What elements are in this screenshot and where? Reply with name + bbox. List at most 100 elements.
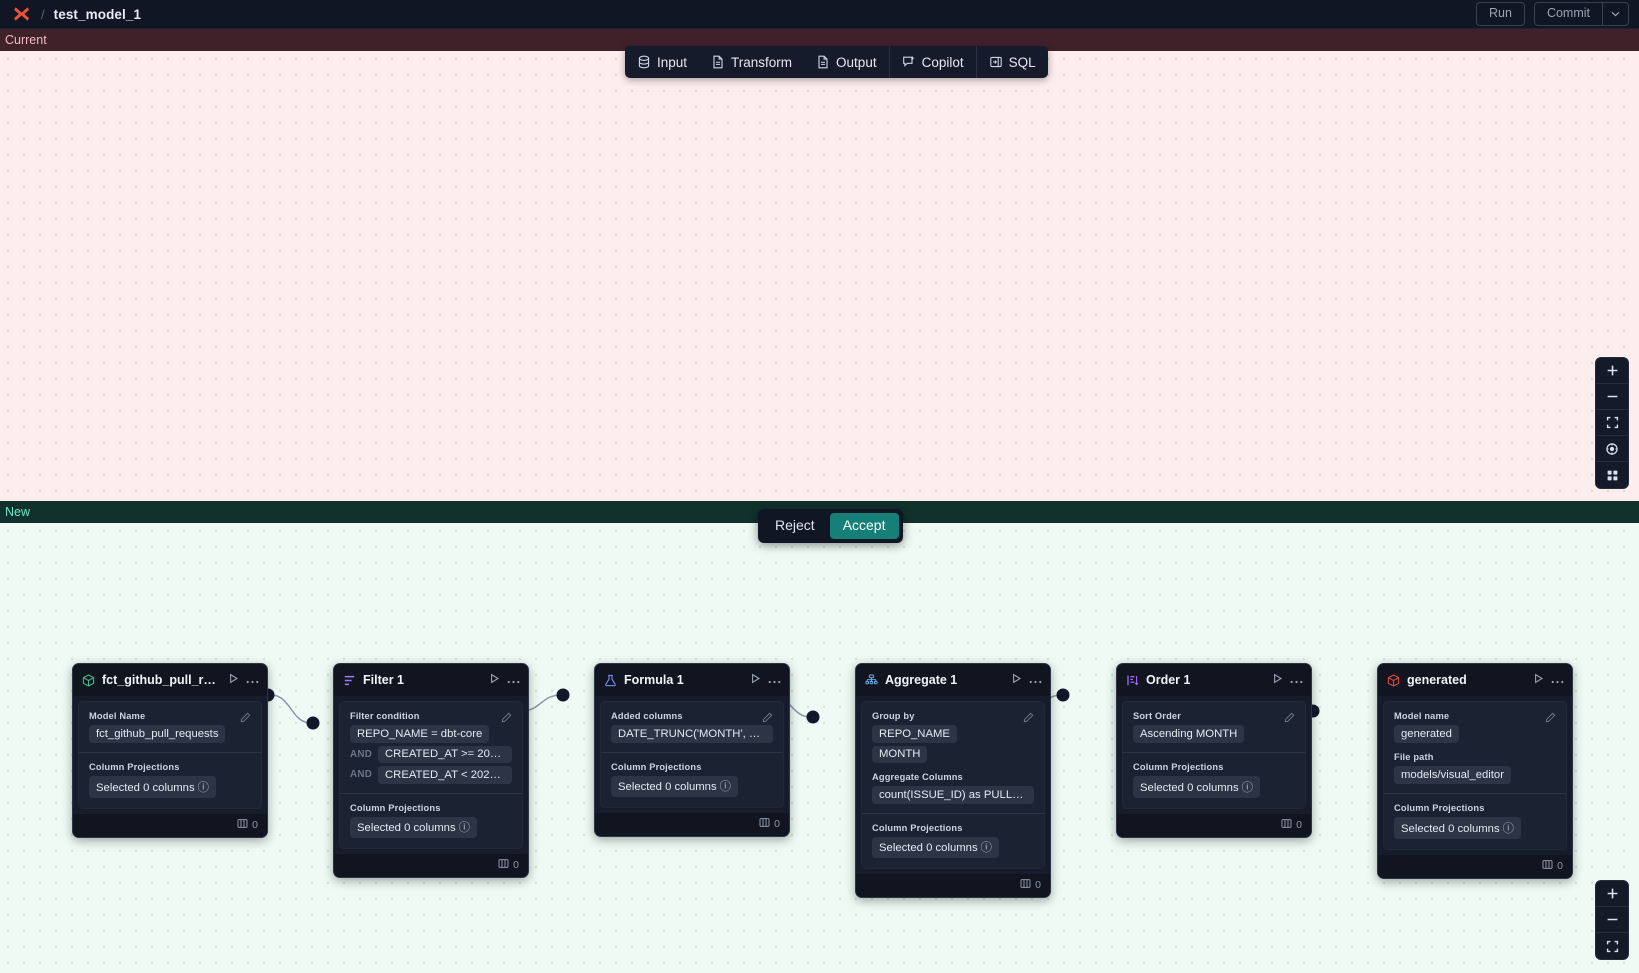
run-button[interactable]: Run (1476, 2, 1525, 26)
condition-pill[interactable]: CREATED_AT >= 2024-12-01 (378, 745, 512, 763)
field-file-path: File path models/visual_editor (1394, 752, 1556, 784)
node-body: Filter condition REPO_NAME = dbt-core AN… (339, 701, 523, 849)
aggregate-icon (865, 674, 878, 687)
field-label: Column Projections (611, 761, 702, 772)
projections-text: Selected 0 columns (879, 842, 978, 854)
node-footer: 0 (1378, 854, 1572, 878)
condition-pill[interactable]: REPO_NAME = dbt-core (350, 725, 490, 743)
palette-item-copilot[interactable]: Copilot (888, 46, 976, 78)
play-icon[interactable] (1272, 671, 1283, 689)
palette-item-input[interactable]: Input (625, 46, 699, 78)
info-icon[interactable]: ⓘ (719, 781, 731, 793)
x-logo-icon[interactable] (12, 4, 32, 24)
edit-pencil-icon[interactable] (501, 710, 512, 728)
play-icon[interactable] (1011, 671, 1022, 689)
node-card[interactable]: Filter 1 Filter condition REPO_NAME = db… (333, 663, 529, 878)
edit-pencil-icon[interactable] (240, 710, 251, 728)
edit-pencil-icon[interactable] (762, 710, 773, 728)
ellipsis-icon[interactable] (507, 671, 520, 689)
plus-icon[interactable] (1596, 358, 1628, 384)
accept-button[interactable]: Accept (829, 513, 899, 539)
columns-icon (1020, 878, 1031, 892)
database-icon (637, 55, 651, 69)
info-icon[interactable]: ⓘ (1502, 822, 1514, 835)
conjunction-label: AND (350, 769, 373, 781)
ellipsis-icon[interactable] (1551, 671, 1564, 689)
tool-palette: Input Transform Output Copilot SQL (625, 46, 1048, 78)
ellipsis-icon[interactable] (246, 671, 259, 689)
play-icon[interactable] (750, 671, 761, 689)
node-footer: 0 (334, 854, 528, 877)
new-canvas[interactable]: fct_github_pull_requests Model Name fct_… (0, 523, 1639, 973)
node-header[interactable]: Order 1 (1117, 664, 1311, 696)
condition-pill[interactable]: CREATED_AT < 2025-03-01 (378, 766, 512, 784)
field-label: File path (1394, 752, 1434, 762)
palette-item-sql[interactable]: SQL (975, 46, 1048, 78)
chevron-down-icon[interactable] (1602, 3, 1628, 25)
page-title: test_model_1 (53, 6, 142, 22)
node-footer: 0 (856, 874, 1050, 897)
sort-order-pill[interactable]: Ascending MONTH (1133, 725, 1245, 743)
field-model-name: Model Name fct_github_pull_requests (89, 711, 251, 743)
info-icon[interactable]: ⓘ (197, 781, 209, 794)
play-icon[interactable] (1533, 671, 1544, 689)
edit-pencil-icon[interactable] (1545, 710, 1556, 728)
projections-text: Selected 0 columns (618, 781, 717, 793)
field-label: Model Name (89, 711, 146, 721)
palette-item-label: Output (836, 54, 877, 70)
play-icon[interactable] (489, 671, 500, 689)
ellipsis-icon[interactable] (768, 671, 781, 689)
node-header[interactable]: Aggregate 1 (856, 664, 1050, 696)
file-path-pill[interactable]: models/visual_editor (1394, 766, 1511, 784)
group-by-pill[interactable]: REPO_NAME (872, 725, 957, 743)
lock-interactive-icon[interactable] (1596, 436, 1628, 462)
minus-icon[interactable] (1596, 384, 1628, 410)
commit-button[interactable]: Commit (1546, 6, 1590, 20)
aggregate-columns-pill[interactable]: count(ISSUE_ID) as PULL_REQUEST_… (872, 786, 1034, 804)
node-header[interactable]: Filter 1 (334, 664, 528, 696)
info-icon[interactable]: ⓘ (458, 822, 470, 834)
column-count: 0 (774, 818, 780, 830)
projections-text: Selected 0 columns (1401, 822, 1500, 835)
node-card[interactable]: Formula 1 Added columns DATE_TRUNC('MONT… (594, 663, 790, 837)
grid-toggle-icon[interactable] (1596, 462, 1628, 488)
plus-icon[interactable] (1596, 881, 1628, 907)
edit-pencil-icon[interactable] (1284, 710, 1295, 728)
minus-icon[interactable] (1596, 907, 1628, 933)
info-icon[interactable]: ⓘ (980, 842, 992, 854)
fit-view-icon[interactable] (1596, 933, 1628, 959)
group-by-pill[interactable]: MONTH (872, 745, 928, 763)
node-header[interactable]: generated (1378, 664, 1572, 696)
edit-pencil-icon[interactable] (1023, 710, 1034, 728)
condition-row: REPO_NAME = dbt-core (350, 725, 512, 743)
info-icon[interactable]: ⓘ (1241, 781, 1253, 794)
ellipsis-icon[interactable] (1029, 671, 1042, 689)
fit-view-icon[interactable] (1596, 410, 1628, 436)
node-card[interactable]: Order 1 Sort Order Ascending MONTH Colum… (1116, 663, 1312, 838)
columns-icon (1281, 818, 1292, 832)
node-header[interactable]: Formula 1 (595, 664, 789, 696)
node-card[interactable]: Aggregate 1 Group by REPO_NAME MONTH Agg… (855, 663, 1051, 898)
node-card[interactable]: generated Model name generated File path… (1377, 663, 1573, 879)
palette-item-output[interactable]: Output (804, 46, 889, 78)
current-canvas[interactable] (0, 51, 1639, 501)
model-name-pill[interactable]: generated (1394, 725, 1459, 743)
palette-item-transform[interactable]: Transform (699, 46, 804, 78)
added-columns-pill[interactable]: DATE_TRUNC('MONTH', CREATED_AT… (611, 725, 773, 743)
divider (340, 792, 522, 794)
commit-split-button[interactable]: Commit (1533, 2, 1629, 26)
ellipsis-icon[interactable] (1290, 671, 1303, 689)
play-icon[interactable] (228, 671, 239, 689)
document-icon (711, 55, 725, 69)
field-value-pill[interactable]: fct_github_pull_requests (89, 725, 226, 743)
node-card[interactable]: fct_github_pull_requests Model Name fct_… (72, 663, 268, 838)
node-header[interactable]: fct_github_pull_requests (73, 664, 267, 696)
reject-button[interactable]: Reject (775, 517, 815, 533)
